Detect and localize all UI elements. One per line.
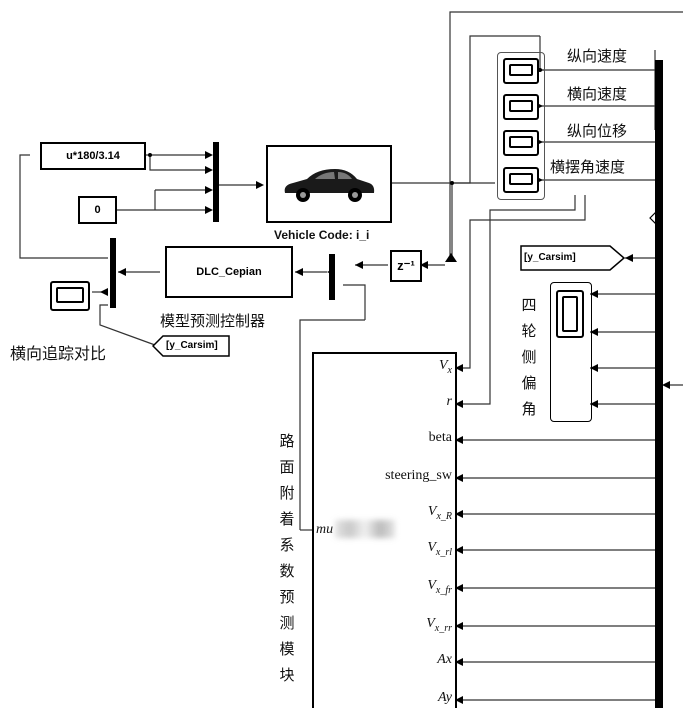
- estimator-port-0: Vx: [439, 358, 452, 376]
- estimator-port-7: Vx_rr: [426, 616, 452, 634]
- port-mu: mu: [316, 522, 333, 538]
- scope-x-label: 纵向位移: [567, 120, 627, 141]
- estimator-port-9: Ay: [438, 690, 452, 706]
- goto-tag-top[interactable]: [y_Carsim]: [524, 252, 576, 263]
- controller-block[interactable]: DLC_Cepian: [165, 246, 293, 298]
- vehicle-caption: Vehicle Code: i_i: [274, 228, 369, 242]
- vehicle-block[interactable]: [266, 145, 392, 223]
- mux-bar-controller[interactable]: [329, 254, 335, 300]
- estimator-port-2: beta: [429, 430, 452, 446]
- delay-label: z⁻¹: [397, 258, 415, 274]
- scope-vy-label: 横向速度: [567, 83, 627, 104]
- blurred-region: [335, 520, 395, 538]
- scope-compare[interactable]: [50, 281, 90, 311]
- controller-caption: 模型预测控制器: [160, 310, 265, 331]
- estimator-caption: 路面附着系数预测模块: [278, 428, 296, 688]
- constant-label: 0: [94, 204, 100, 216]
- controller-label: DLC_Cepian: [196, 266, 261, 278]
- scope-vx-label: 纵向速度: [567, 45, 627, 66]
- mux-bar-input[interactable]: [213, 142, 219, 222]
- estimator-port-3: steering_sw: [385, 468, 452, 484]
- estimator-port-5: Vx_rl: [427, 540, 452, 558]
- goto-tag-bottom[interactable]: [y_Carsim]: [166, 340, 218, 351]
- scope-group-frame: [497, 52, 545, 200]
- unit-delay-block[interactable]: z⁻¹: [390, 250, 422, 282]
- estimator-port-4: Vx_R: [428, 504, 452, 522]
- scope-slip-angle[interactable]: [556, 290, 584, 338]
- bus-bar: [655, 60, 663, 708]
- gain-label: u*180/3.14: [66, 150, 120, 162]
- estimator-port-8: Ax: [437, 652, 452, 668]
- scope-r-label: 横摆角速度: [550, 156, 625, 177]
- mux-bar-compare[interactable]: [110, 238, 116, 308]
- slip-caption: 四轮侧偏角: [520, 292, 538, 422]
- compare-caption: 横向追踪对比: [10, 340, 106, 364]
- estimator-port-1: r: [447, 394, 452, 410]
- gain-block[interactable]: u*180/3.14: [40, 142, 146, 170]
- estimator-port-6: Vx_fr: [427, 578, 452, 596]
- constant-block[interactable]: 0: [78, 196, 117, 224]
- car-icon: [279, 159, 379, 209]
